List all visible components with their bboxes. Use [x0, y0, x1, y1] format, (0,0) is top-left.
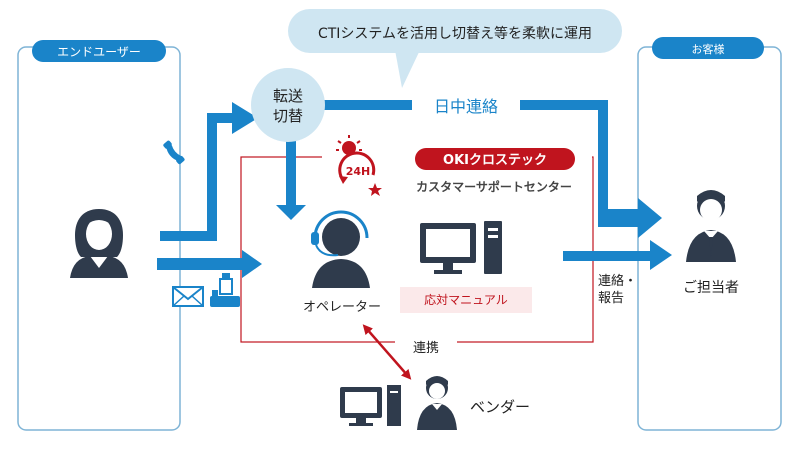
- operator-label: オペレーター: [303, 300, 381, 315]
- flow-arrows: [157, 100, 672, 278]
- vendor-label: ベンダー: [470, 398, 530, 416]
- headset-operator-icon: [311, 210, 370, 288]
- center-name: カスタマーサポートセンター: [416, 179, 572, 194]
- report-line2: 報告: [598, 291, 624, 306]
- end-user-label: エンドユーザー: [57, 45, 141, 59]
- switch-line1: 転送: [273, 87, 303, 105]
- report-line1: 連絡・: [598, 273, 637, 289]
- fax-icon: [210, 273, 240, 307]
- cooperation-label: 連携: [413, 340, 439, 356]
- phone-icon: [163, 140, 185, 165]
- oki-brand-tag: [415, 148, 575, 170]
- customer-label: お客様: [692, 42, 725, 56]
- switch-line2: 切替: [273, 107, 303, 125]
- person-in-charge-label: ご担当者: [683, 280, 739, 296]
- vendor-computer-icon: [340, 385, 401, 426]
- vendor-person-icon: [417, 376, 457, 430]
- manual-label: 応対マニュアル: [424, 293, 508, 307]
- businessman-icon: [686, 190, 736, 262]
- manual-box: [400, 287, 532, 313]
- cti-bubble: CTIシステムを活用し切替え等を柔軟に運用: [288, 9, 622, 88]
- cti-bubble-text: CTIシステムを活用し切替え等を柔軟に運用: [318, 25, 592, 42]
- badge-24h: 24H: [346, 165, 371, 178]
- switch-node: 転送 切替: [251, 68, 325, 142]
- computer-icon: [420, 221, 502, 274]
- woman-user-icon: [70, 209, 128, 278]
- cooperation-arrow: [362, 324, 412, 380]
- daytime-contact-label: 日中連絡: [434, 97, 498, 116]
- sun-24h-icon: 24H: [336, 135, 382, 196]
- mail-icon: [172, 286, 204, 307]
- oki-brand: OKIクロステック: [443, 153, 547, 168]
